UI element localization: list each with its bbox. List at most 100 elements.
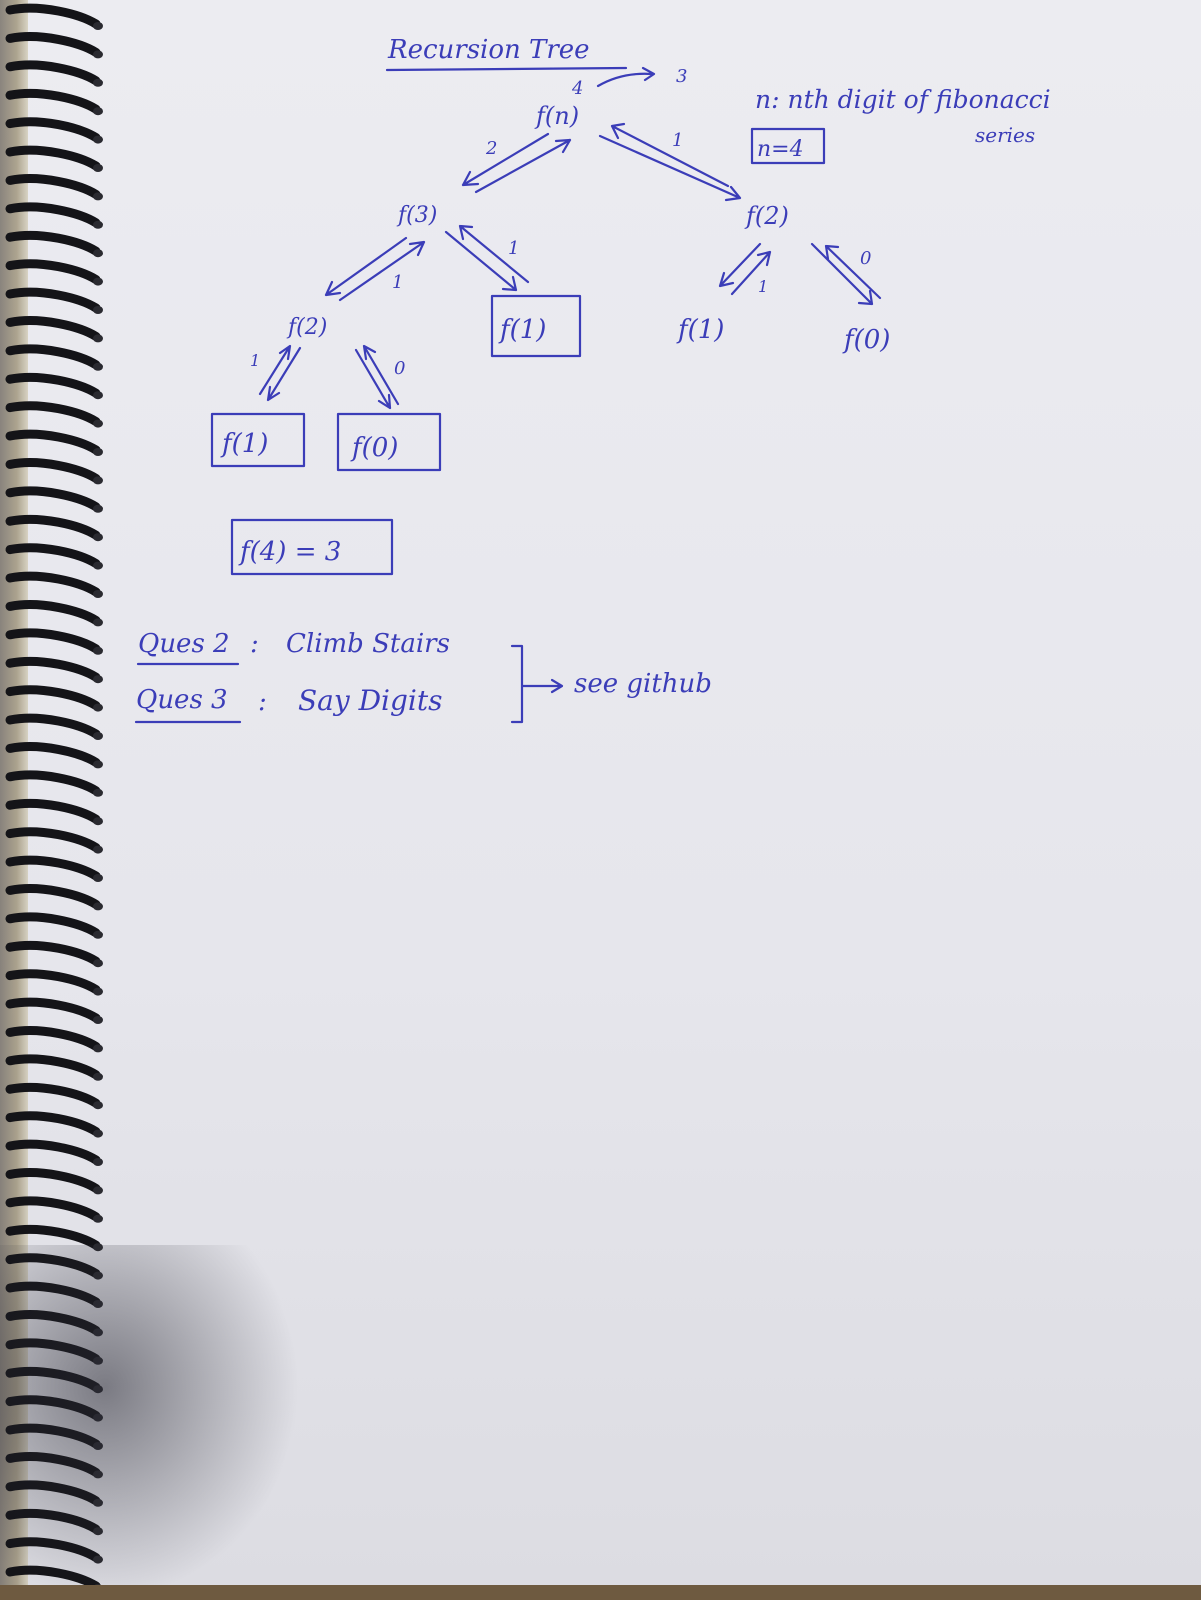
spiral-loop — [5, 855, 101, 881]
box-f1-mid — [490, 294, 582, 358]
spiral-loop — [5, 884, 101, 909]
arrow-f3-to-root — [474, 138, 572, 194]
edge-f3-left: 1 — [392, 272, 403, 293]
binding-hole — [93, 902, 103, 911]
edge-f2a-right: 0 — [394, 358, 405, 379]
binding-hole — [93, 618, 103, 627]
arrow-f2l-to-f0 — [354, 348, 392, 410]
note-line2: series — [975, 123, 1035, 147]
root-n-mark: 4 — [571, 78, 583, 99]
node-f0-right: f(0) — [842, 325, 890, 355]
edge-f3-right: 1 — [508, 238, 519, 259]
box-f0-leaf — [336, 412, 442, 472]
spiral-loop — [5, 571, 101, 597]
arrow-f1-to-f3 — [458, 224, 530, 284]
binding-hole — [93, 561, 103, 570]
spiral-loop — [5, 997, 101, 1023]
arrow-f3-to-f2 — [324, 236, 408, 297]
spiral-loop — [5, 514, 101, 540]
binding-hole — [93, 362, 103, 371]
spiral-loop — [5, 344, 101, 370]
binding-hole — [93, 1186, 103, 1195]
binding-hole — [93, 703, 103, 712]
binding-hole — [93, 959, 103, 968]
question-2-text: Climb Stairs — [286, 629, 450, 659]
arrow-root-to-f2 — [598, 134, 742, 202]
spiral-loop — [5, 798, 101, 824]
binding-hole — [93, 1044, 103, 1053]
spiral-loop — [5, 1168, 101, 1193]
spiral-loop — [5, 88, 101, 114]
binding-hole — [93, 220, 103, 229]
binding-hole — [93, 391, 103, 400]
binding-hole — [93, 306, 103, 314]
node-f1-right: f(1) — [676, 315, 724, 345]
spiral-loop — [5, 543, 101, 569]
spiral-loop — [5, 316, 101, 341]
arrow-root-to-f3 — [461, 132, 550, 187]
spiral-loop — [5, 372, 101, 398]
binding-hole — [93, 334, 103, 343]
arrow-f2r-to-f0 — [810, 242, 874, 306]
spiral-loop — [5, 145, 101, 171]
binding-hole — [93, 1214, 103, 1223]
question-2-sep: : — [250, 629, 259, 659]
binding-hole — [93, 1101, 103, 1110]
spiral-loop — [5, 1054, 101, 1080]
question-2-label: Ques 2 — [138, 629, 230, 659]
spiral-loop — [5, 259, 101, 285]
edge-f2a-left: 1 — [250, 351, 260, 370]
binding-hole — [93, 1072, 103, 1081]
arrow-f0-to-f2r — [824, 244, 882, 300]
spiral-loop — [5, 60, 101, 86]
spiral-loop — [5, 32, 101, 57]
edge-root-left: 2 — [485, 138, 497, 159]
spiral-loop — [5, 600, 101, 625]
question-3-label: Ques 3 — [136, 685, 228, 715]
box-f1-leaf — [210, 412, 306, 468]
spiral-loop — [5, 230, 101, 256]
spiral-loop — [5, 912, 101, 938]
result: f(4) = 3 — [238, 537, 341, 567]
binding-hole — [93, 504, 103, 513]
spiral-loop — [5, 202, 101, 228]
arrow-f2-to-root — [610, 122, 730, 188]
binding-hole — [93, 249, 103, 258]
question-3-sep: : — [258, 687, 267, 717]
arrow-f1-to-f2l — [258, 344, 292, 396]
arrow-f0-to-f2l — [362, 344, 400, 406]
binding-hole — [93, 760, 103, 769]
spiral-loop — [5, 287, 101, 313]
spiral-loop — [5, 685, 101, 711]
binding-hole — [93, 845, 103, 854]
binding-hole — [93, 930, 103, 939]
node-f2-left: f(2) — [286, 315, 327, 340]
n-value-box — [750, 127, 826, 165]
spiral-loop — [5, 458, 101, 483]
spiral-loop — [5, 940, 101, 966]
title: Recursion Tree — [387, 35, 590, 65]
node-f2-right: f(2) — [744, 202, 789, 230]
binding-hole — [93, 107, 103, 116]
binding-hole — [93, 533, 103, 542]
arrow-f2-to-f3 — [338, 240, 426, 302]
arrow-f1-to-f2r — [730, 250, 772, 296]
spiral-loop — [5, 656, 101, 682]
arrow-f2l-to-f1 — [266, 346, 302, 402]
edge-f2b-right: 0 — [860, 248, 871, 269]
arrow-f3-to-f1 — [444, 230, 518, 292]
edge-root-right: 1 — [672, 130, 683, 151]
binding-hole — [93, 817, 103, 826]
binding-hole — [93, 419, 103, 428]
spiral-loop — [5, 117, 101, 143]
binding-hole — [93, 22, 103, 30]
binding-hole — [93, 448, 103, 456]
spiral-loop — [5, 1111, 101, 1137]
note-line1: n: nth digit of fibonacci — [755, 85, 1051, 114]
spiral-loop — [5, 486, 101, 512]
table-edge — [0, 1585, 1201, 1600]
root-return-mark: 3 — [676, 66, 687, 87]
root-node: f(n) — [534, 102, 579, 130]
spiral-loop — [5, 1026, 101, 1051]
